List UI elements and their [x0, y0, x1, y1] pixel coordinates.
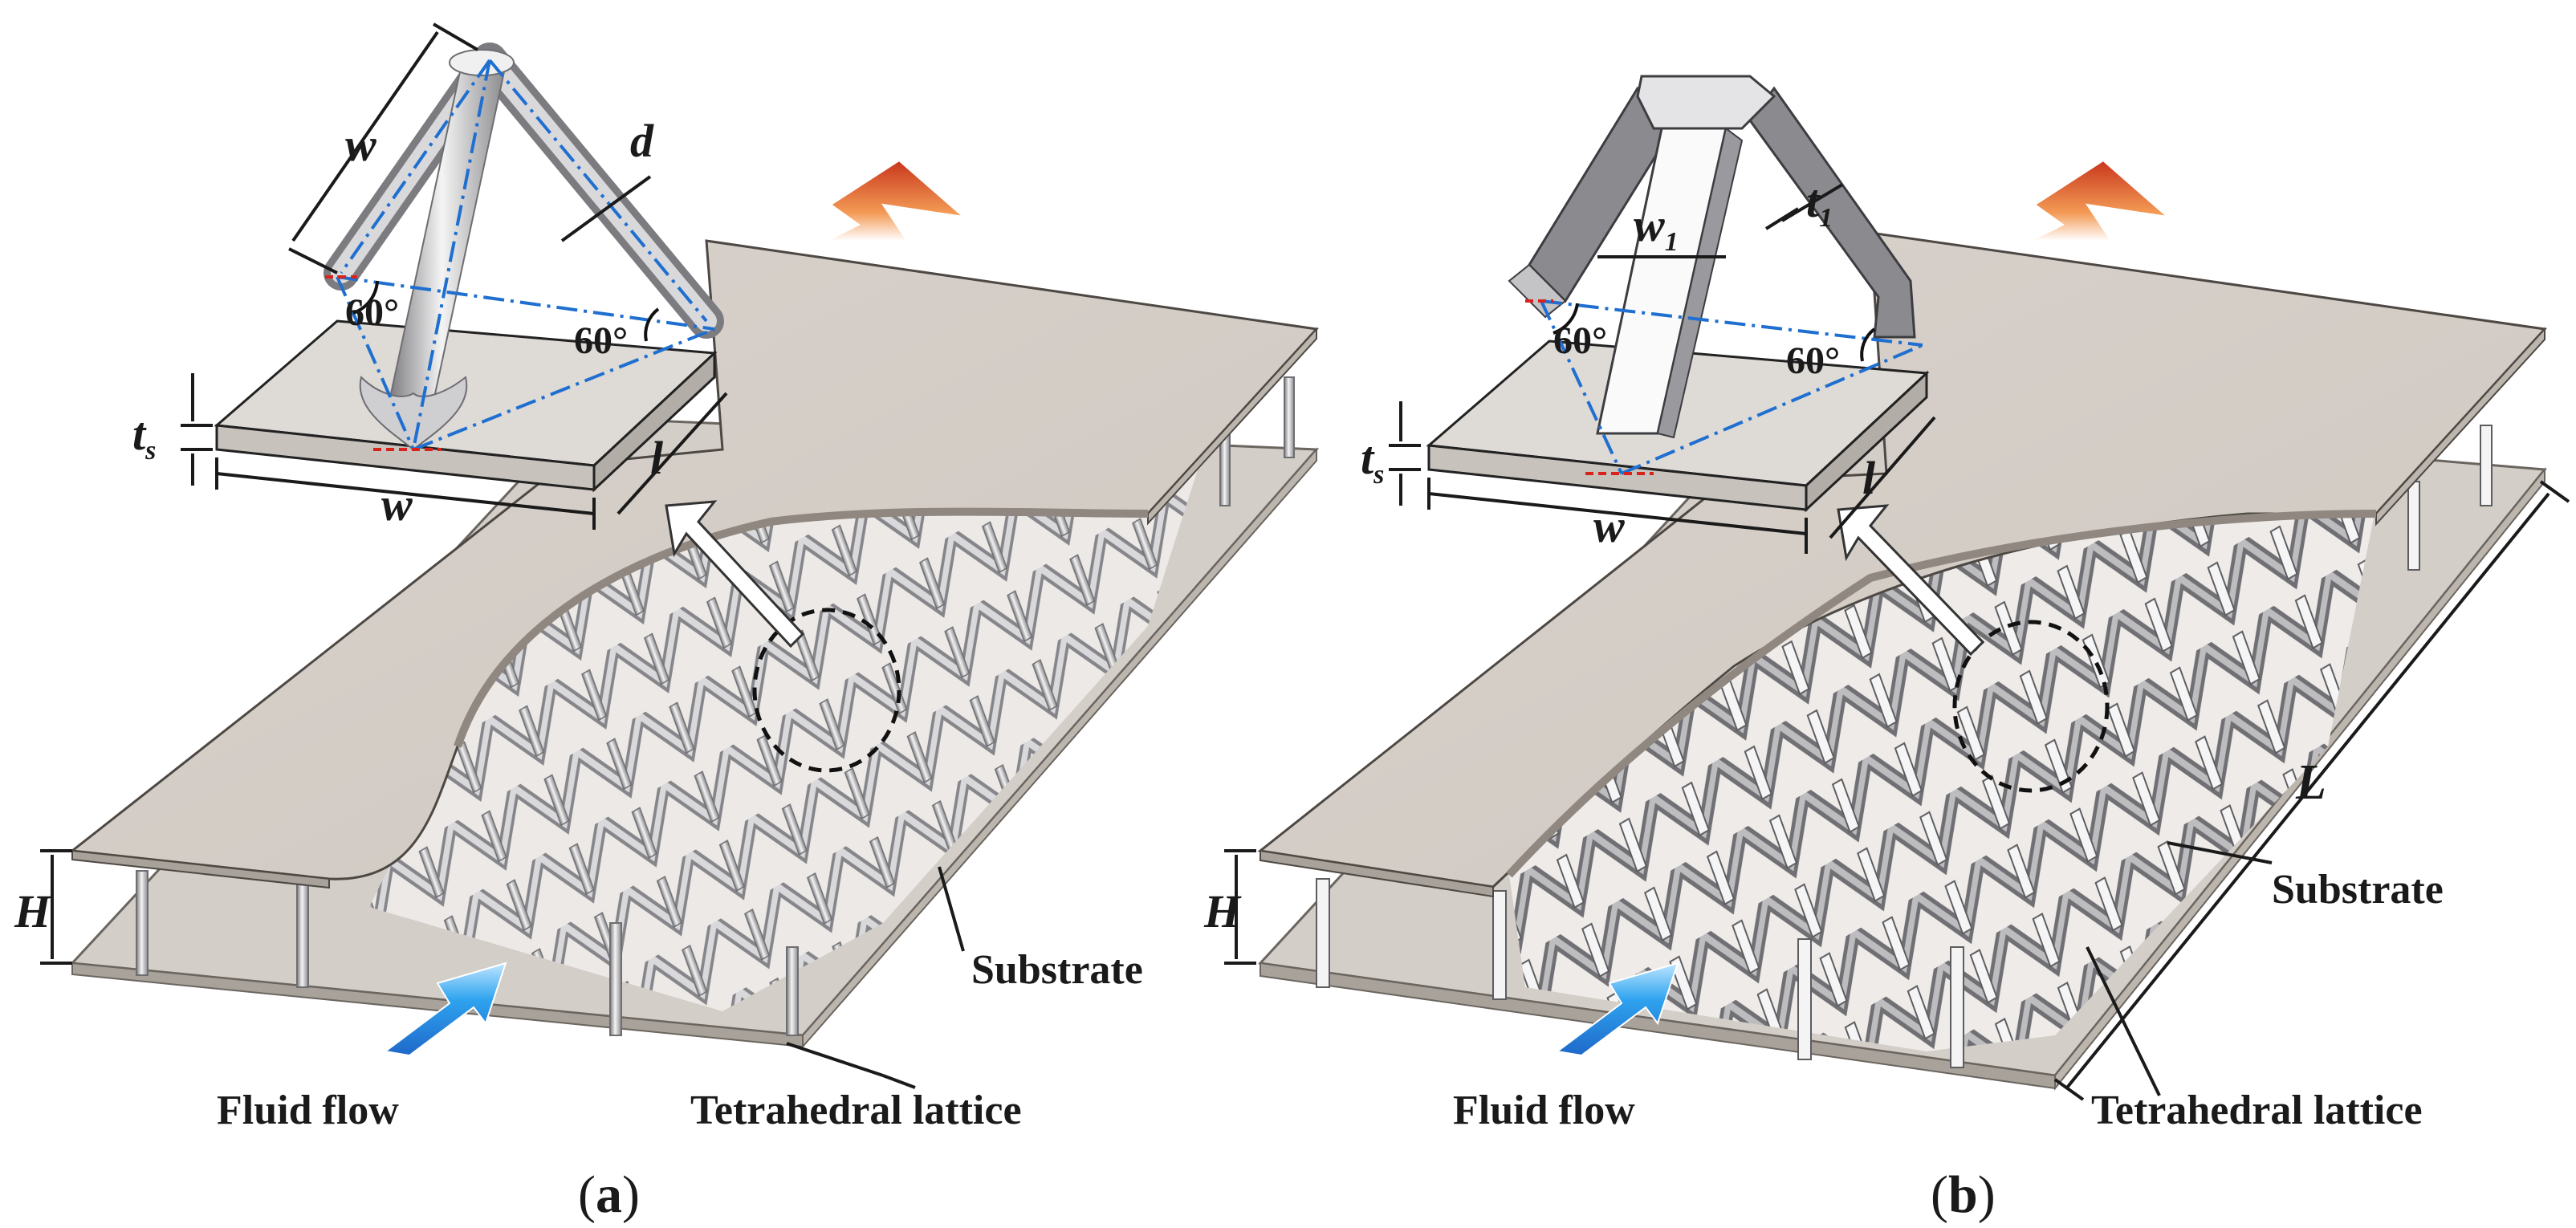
unit-cell-inset [214, 43, 724, 493]
angle-right-label: 60° [574, 319, 628, 362]
strut-thickness-label: t1 [1806, 175, 1833, 233]
ts-label: ts [132, 408, 156, 466]
height-label: H [14, 885, 52, 937]
front-struts [1316, 425, 2493, 1068]
panel-b: Substrate Tetrahedral lattice Fluid flow… [1203, 75, 2570, 1224]
angle-left-label: 60° [1553, 319, 1607, 362]
strut-length-label: w [345, 119, 376, 171]
substrate-label: Substrate [2272, 867, 2444, 913]
zoom-callout-arrow [665, 500, 805, 649]
height-label: H [1203, 885, 1242, 937]
zoom-region-circle [1952, 620, 2110, 793]
inflow-arrow-icon [1555, 962, 1679, 1057]
panel-caption-a: (a) [578, 1165, 640, 1224]
strut-width-label: w1 [1634, 199, 1679, 257]
fluid-flow-label: Fluid flow [217, 1088, 399, 1133]
center-lines [1540, 299, 1923, 475]
substrate-label: Substrate [971, 947, 1143, 993]
length-label: l [1862, 452, 1876, 504]
outflow-arrow-icon [826, 159, 967, 242]
tetrahedral-lattice-label: Tetrahedral lattice [690, 1088, 1022, 1133]
total-length-label: L [2295, 755, 2326, 810]
tetrahedral-lattice-core [1509, 506, 2376, 1051]
length-label: l [650, 432, 664, 484]
angle-right-label: 60° [1786, 340, 1840, 382]
dimension-lines [1224, 183, 2570, 1101]
zoom-region-circle [752, 608, 901, 773]
outflow-arrow-icon [2030, 159, 2171, 242]
width-label: w [1593, 500, 1625, 552]
center-lines [336, 59, 715, 451]
tetrahedral-lattice-label: Tetrahedral lattice [2091, 1088, 2423, 1133]
angle-left-label: 60° [345, 291, 399, 334]
panel-a: Substrate Tetrahedral lattice Fluid flow… [14, 22, 1320, 1224]
dimension-lines [40, 22, 965, 1089]
inflow-arrow-icon [383, 962, 507, 1057]
diameter-label: d [630, 115, 654, 167]
front-struts [136, 376, 1295, 1036]
fluid-flow-label: Fluid flow [1453, 1088, 1635, 1133]
unit-cell-inset [1426, 75, 1930, 513]
top-substrate-plate [69, 239, 1320, 889]
ts-label: ts [1361, 432, 1384, 490]
panel-caption-b: (b) [1931, 1165, 1996, 1224]
width-label: w [381, 478, 413, 531]
zoom-callout-arrow [1837, 504, 1985, 657]
